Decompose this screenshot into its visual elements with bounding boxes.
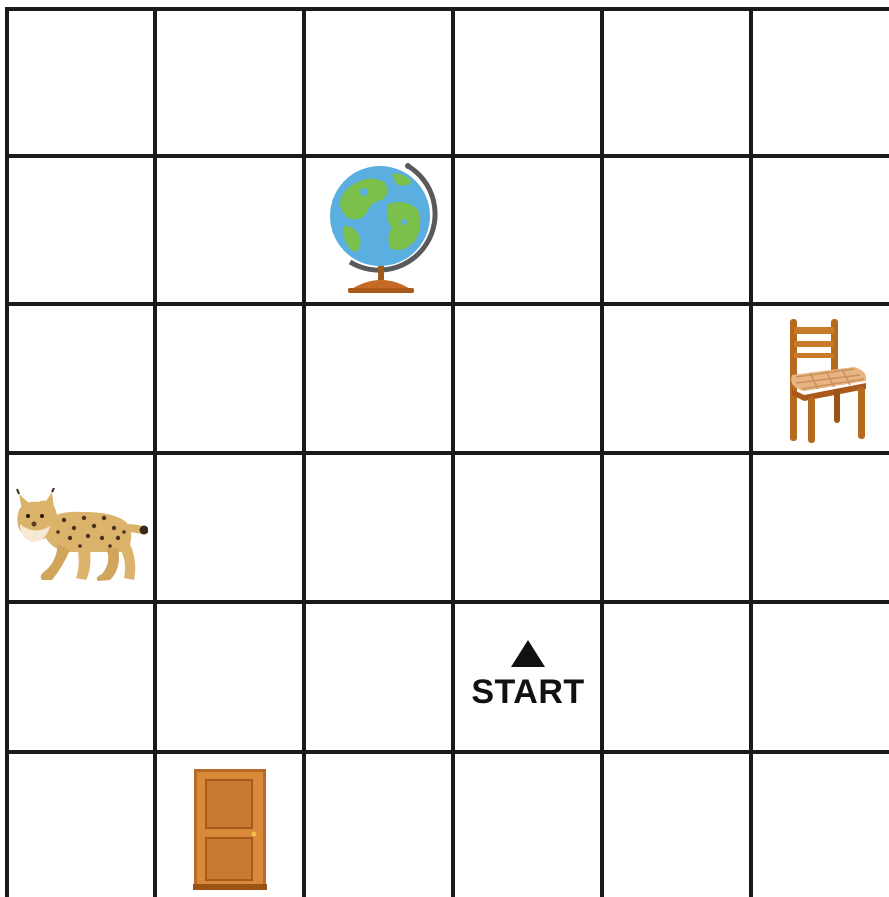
chair-icon xyxy=(784,317,870,445)
grid-line-horizontal xyxy=(5,451,889,455)
triangle-up-icon xyxy=(511,640,545,667)
grid-line-horizontal xyxy=(5,600,889,604)
lynx-icon xyxy=(14,488,148,584)
grid-line-horizontal xyxy=(5,302,889,306)
start-marker: START xyxy=(455,640,601,709)
globe-icon xyxy=(326,162,438,296)
door-icon xyxy=(193,768,267,890)
grid-line-horizontal xyxy=(5,7,889,11)
grid-line-horizontal xyxy=(5,750,889,754)
start-label: START xyxy=(455,675,601,709)
grid-line-horizontal xyxy=(5,154,889,158)
